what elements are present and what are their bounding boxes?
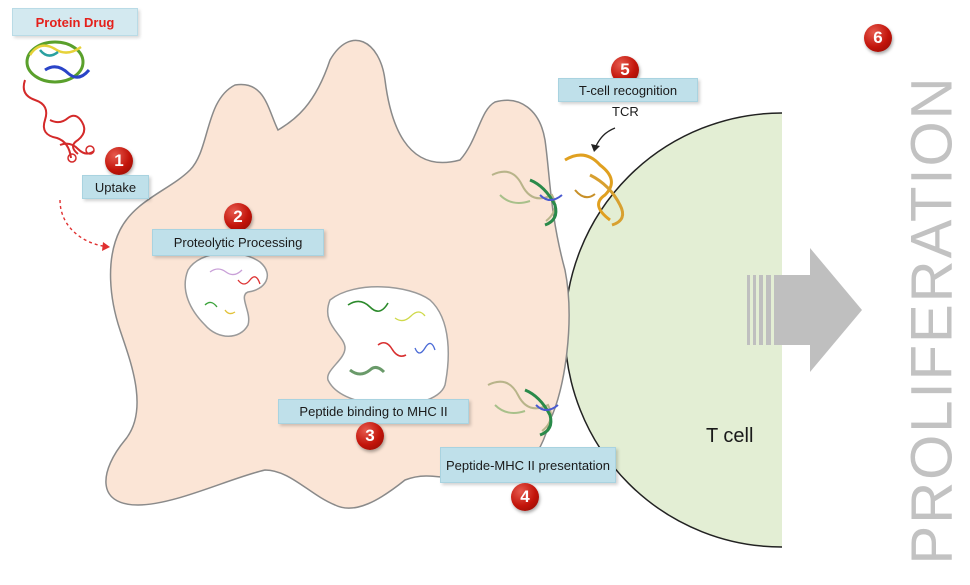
protein-drug-title: Protein Drug (12, 8, 138, 36)
step-3-label: Peptide binding to MHC II (278, 399, 469, 424)
step-2-badge: 2 (224, 203, 252, 231)
peptide-fragment (224, 309, 236, 315)
proliferation-arrow (747, 248, 862, 372)
step-2-label: Proteolytic Processing (152, 229, 324, 256)
peptide-fragment (377, 341, 407, 357)
peptide-fragment (349, 365, 386, 376)
peptide-fragment (347, 300, 389, 312)
mhc-ii-complex-upper (491, 170, 563, 227)
protein-drug-structure (22, 40, 95, 163)
uptake-arrow-head (102, 242, 110, 251)
uptake-arrow (59, 199, 104, 247)
tcr-pointer-arrow (595, 127, 616, 147)
peptide-fragment (414, 342, 436, 354)
step-3-badge: 3 (356, 422, 384, 450)
tcr-pointer-arrow-head (591, 144, 600, 152)
step-1-label: Uptake (82, 175, 149, 199)
step-1-badge: 1 (105, 147, 133, 175)
step-5-label: T-cell recognition (558, 78, 698, 102)
step-4-badge: 4 (511, 483, 539, 511)
step-4-label: Peptide-MHC II presentation (440, 447, 616, 483)
proliferation-label: PROLIFERATION (899, 75, 965, 565)
step-6-badge: 6 (864, 24, 892, 52)
t-cell-label: T cell (706, 425, 754, 447)
tcr-label: TCR (612, 104, 639, 119)
tcr-structure (564, 153, 625, 227)
peptide-fragment (237, 276, 261, 285)
mhc-ii-complex-lower (487, 380, 559, 437)
peptide-fragment (209, 268, 243, 276)
apc-cell-body (105, 39, 570, 509)
peptide-fragment (204, 301, 218, 308)
peptide-fragment (394, 311, 426, 322)
